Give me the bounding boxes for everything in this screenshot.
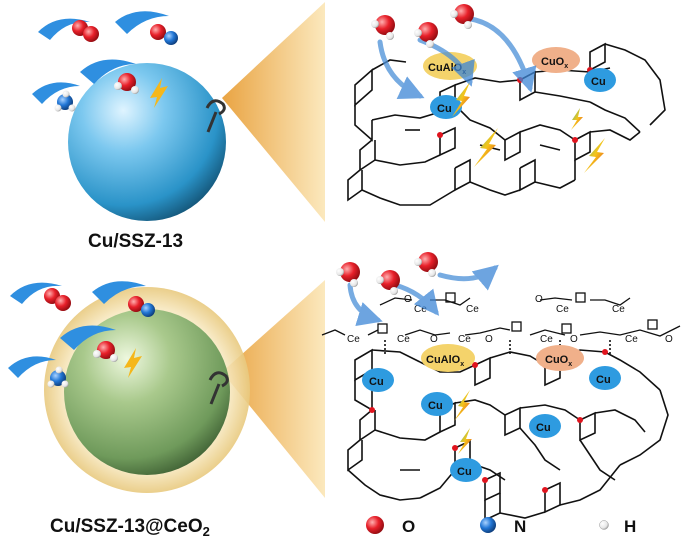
svg-text:O: O [665, 334, 673, 345]
svg-text:Ce: Ce [458, 334, 471, 345]
sphere-cu-ssz13 [68, 63, 226, 221]
legend-nitrogen-label: N [514, 517, 526, 536]
legend-nitrogen-swatch [480, 517, 496, 533]
pore-symbol-top [205, 99, 226, 133]
pore-symbol-bottom [208, 371, 229, 405]
bolts-bottom [454, 390, 472, 454]
ceo2-chain [321, 292, 681, 337]
svg-text:O: O [535, 294, 543, 305]
svg-text:Cu: Cu [591, 76, 606, 88]
zoom-cone-bottom [222, 280, 325, 498]
legend-hydrogen-swatch [599, 520, 609, 530]
svg-text:Ce: Ce [556, 304, 569, 315]
svg-text:Cu: Cu [437, 103, 452, 115]
svg-text:Ce: Ce [347, 334, 360, 345]
bolts-top [452, 82, 605, 173]
caption-top: Cu/SSZ-13 [88, 231, 183, 252]
water-molecules-top [371, 4, 474, 48]
arrows-bottom [347, 264, 499, 327]
gas-molecules-top [32, 11, 178, 112]
svg-text:O: O [430, 334, 438, 345]
svg-text:Cu: Cu [596, 374, 611, 386]
svg-text:O: O [485, 334, 493, 345]
zoom-cone-top [222, 2, 325, 222]
caption-bottom: Cu/SSZ-13@CeO2 [50, 516, 210, 539]
legend: O N H [366, 516, 636, 536]
svg-text:Ce: Ce [414, 304, 427, 315]
legend-hydrogen-label: H [624, 517, 636, 536]
svg-text:Ce: Ce [612, 304, 625, 315]
legend-oxygen-swatch [366, 516, 384, 534]
svg-text:Cu: Cu [428, 400, 443, 412]
svg-text:O: O [404, 294, 412, 305]
svg-text:Ce: Ce [625, 334, 638, 345]
water-molecules-bottom [336, 252, 438, 295]
svg-text:CuAlOx: CuAlOx [426, 354, 464, 368]
framework-top [347, 42, 666, 206]
svg-text:O: O [570, 334, 578, 345]
framework-atoms-bottom [369, 349, 608, 493]
species-bottom: CuAlOx CuOx Cu Cu Cu Cu Cu [362, 344, 621, 482]
svg-text:Ce: Ce [540, 334, 553, 345]
legend-oxygen-label: O [402, 517, 415, 536]
svg-text:Cu: Cu [369, 376, 384, 388]
svg-text:Ce: Ce [466, 304, 479, 315]
svg-text:Cu: Cu [457, 466, 472, 478]
svg-text:CuOx: CuOx [541, 56, 568, 70]
framework-bottom [347, 340, 669, 522]
gas-molecules-bottom [8, 281, 155, 388]
svg-text:CuOx: CuOx [545, 354, 572, 368]
svg-text:Ce: Ce [397, 334, 410, 345]
svg-text:Cu: Cu [536, 422, 551, 434]
ceo2-labels: O Ce Ce O Ce Ce Ce Ce O Ce O Ce O Ce O [347, 294, 673, 345]
